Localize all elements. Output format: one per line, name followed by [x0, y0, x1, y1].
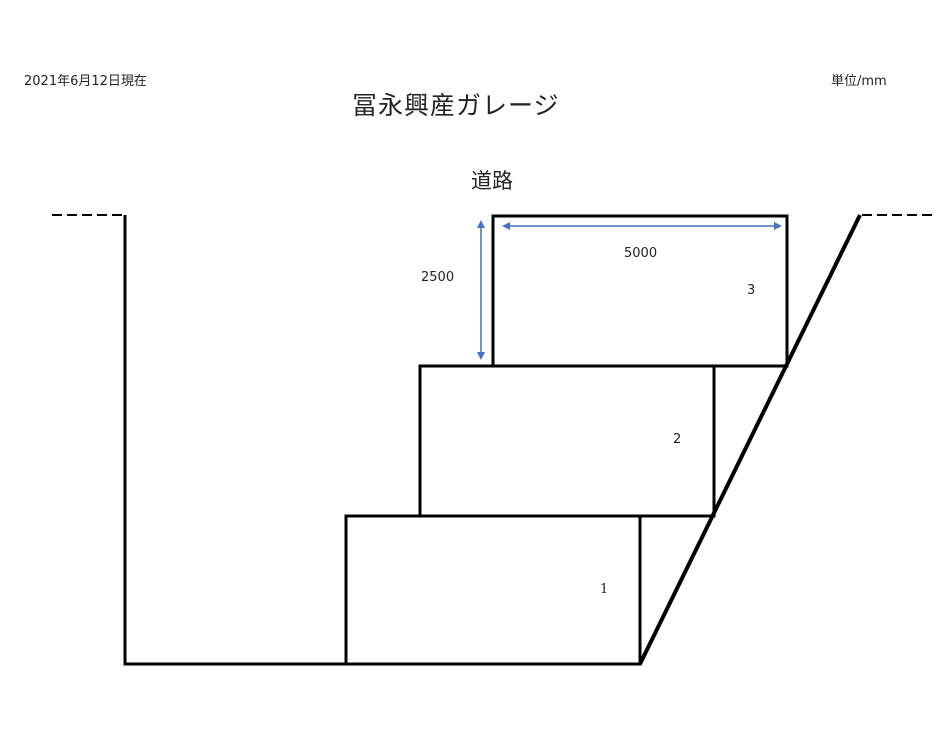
- parking-slot-2: [418, 364, 716, 518]
- parking-slot-1: [344, 514, 642, 666]
- unit-label: 単位/mm: [831, 74, 887, 89]
- slot-number-1: 1: [600, 582, 609, 597]
- width-dimension-label: 5000: [624, 246, 658, 261]
- page-title: 冨永興産ガレージ: [352, 91, 560, 120]
- height-dimension-label: 2500: [421, 270, 455, 285]
- lot-boundary-diagonal: [638, 214, 862, 665]
- lot-boundary-left: [123, 215, 640, 666]
- road-label: 道路: [471, 169, 513, 193]
- slot-number-2: 2: [673, 432, 682, 447]
- parking-slot-3: [491, 214, 789, 368]
- slot-number-3: 3: [747, 283, 756, 298]
- as-of-date: 2021年6月12日現在: [24, 74, 147, 89]
